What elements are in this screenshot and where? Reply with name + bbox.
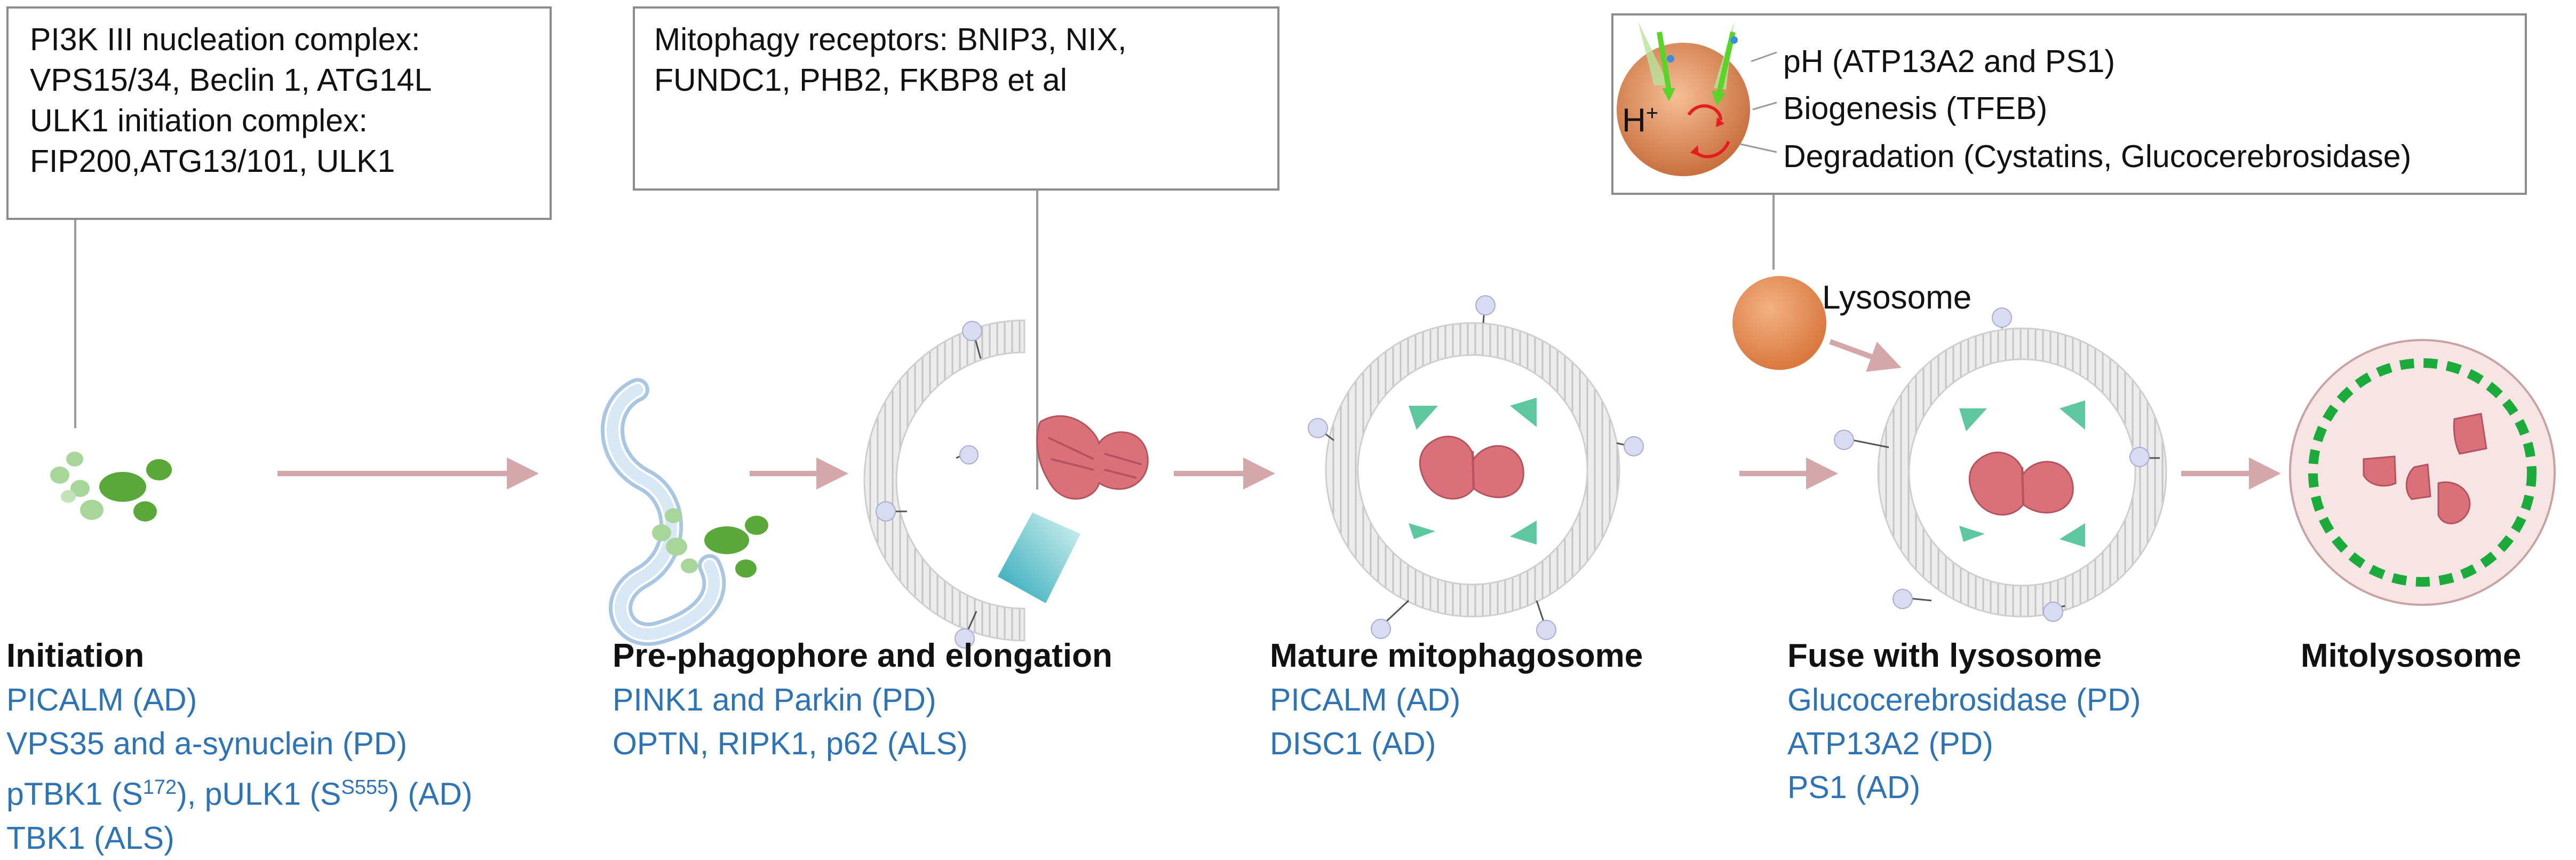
gene-label: PICALM (AD) [6,682,197,717]
gene-label: DISC1 (AD) [1270,726,1436,761]
box-line: VPS15/34, Beclin 1, ATG14L [30,62,432,98]
stage-title: Mature mitophagosome [1270,637,1643,674]
elongating-membrane [863,319,1149,649]
phagophore [601,378,768,646]
receptor-connector-line [1036,191,1038,490]
stage-mature-mitophagosome: Mature mitophagosome PICALM (AD) DISC1 (… [1270,634,1750,766]
initiation-complex-box: PI3K III nucleation complex: VPS15/34, B… [6,6,552,220]
proton-charge: + [1645,101,1659,125]
initiation-particles [50,452,172,522]
stage-fuse-with-lysosome: Fuse with lysosome Glucocerebrosidase (P… [1787,634,2268,809]
gene-label: Glucocerebrosidase (PD) [1787,682,2141,717]
gene-label: ATP13A2 (PD) [1787,726,1993,761]
mitophagy-receptors-box: Mitophagy receptors: BNIP3, NIX, FUNDC1,… [633,6,1279,191]
box-line: ULK1 initiation complex: [30,103,368,138]
stage-title: Pre-phagophore and elongation [613,637,1112,674]
proton-symbol: H [1622,102,1646,139]
stage-title: Initiation [6,637,145,674]
box-line: Biogenesis (TFEB) [1783,91,2048,126]
stage-mitolysosome: Mitolysosome [2301,634,2567,678]
lysosome [1732,276,1902,372]
mitolysosome [2289,339,2556,606]
lysosome-illustration [1617,21,1777,176]
gene-label: PS1 (AD) [1787,770,1921,805]
stage-title: Mitolysosome [2301,637,2522,674]
stage-title: Fuse with lysosome [1787,637,2102,674]
gene-label: OPTN, RIPK1, p62 (ALS) [613,726,968,761]
box-line: FIP200,ATG13/101, ULK1 [30,144,395,179]
stage-pre-phagophore: Pre-phagophore and elongation PINK1 and … [613,634,1226,766]
initiation-connector-line [74,220,76,428]
gene-label: TBK1 (ALS) [6,820,174,856]
gene-label: PICALM (AD) [1270,682,1461,717]
mature-mitophagosome [1308,295,1644,640]
box-line: Mitophagy receptors: BNIP3, NIX, [654,22,1127,57]
box-line: FUNDC1, PHB2, FKBP8 et al [654,62,1067,98]
box-line: pH (ATP13A2 and PS1) [1783,44,2116,79]
fusing-autophagosome [1834,307,2167,622]
gene-label: PINK1 and Parkin (PD) [613,682,936,717]
gene-label: VPS35 and a-synuclein (PD) [6,726,407,761]
gene-label: pTBK1 (S172), pULK1 (SS555) (AD) [6,776,473,812]
proton-label: H+ [1622,101,1658,140]
lysosome-connector-line [1772,195,1775,270]
lysosome-function-box: pH (ATP13A2 and PS1) Biogenesis (TFEB) D… [1611,13,2527,195]
stage-initiation: Initiation PICALM (AD) VPS35 and a-synuc… [6,634,593,860]
box-line: PI3K III nucleation complex: [30,22,420,57]
lysosome-label: Lysosome [1822,279,1972,316]
box-line: Degradation (Cystatins, Glucocerebrosida… [1783,139,2412,174]
